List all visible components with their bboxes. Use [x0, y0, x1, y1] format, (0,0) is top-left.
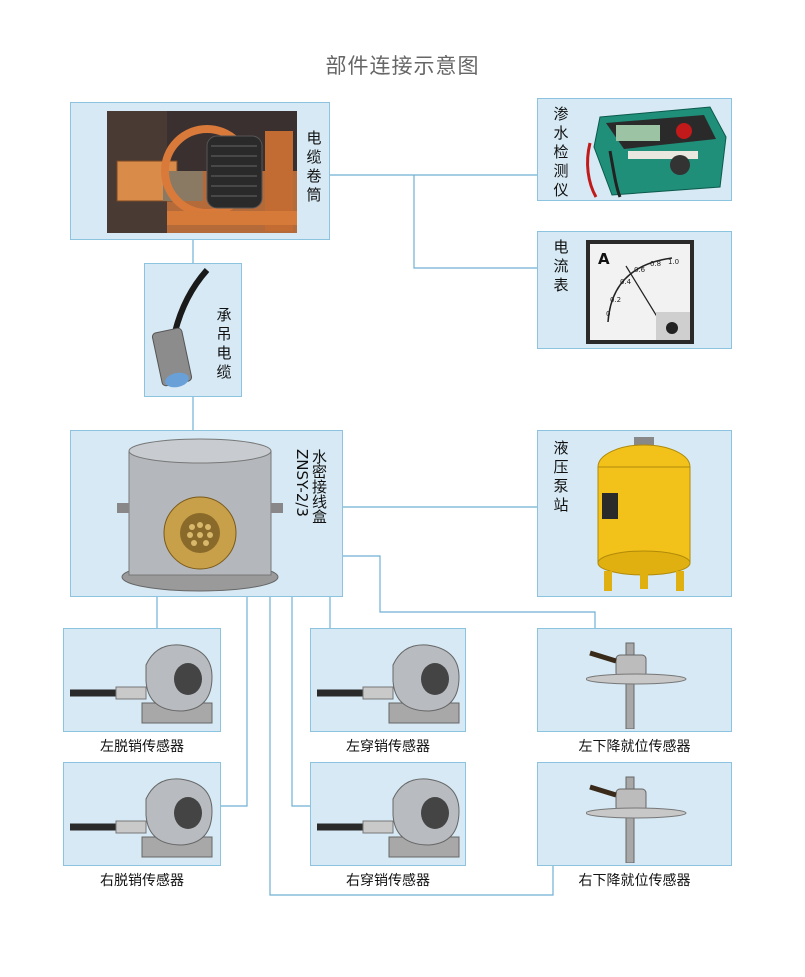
hydraulic-pump-image	[597, 437, 691, 591]
line-reel-ammeter	[413, 175, 537, 269]
junction-box-image	[117, 438, 283, 592]
right-unpin-sensor-label: 右脱销传感器	[100, 873, 184, 889]
right-lower-sensor-image	[586, 776, 687, 863]
junction-box-model: ZNSY-2/3	[293, 449, 311, 517]
suspension-cable-label: 承吊电缆	[216, 306, 232, 381]
cable-reel-image	[107, 111, 297, 233]
cable-reel-box: 电缆卷筒	[70, 102, 330, 240]
right-unpin-sensor-box	[63, 762, 221, 866]
right-pin-sensor-image	[317, 778, 460, 858]
cable-reel-label: 电缆卷筒	[306, 129, 322, 204]
right-pin-sensor-label: 右穿销传感器	[346, 873, 430, 889]
left-lower-sensor-box	[537, 628, 732, 732]
left-lower-sensor-image	[586, 642, 687, 729]
leak-detector-box: 渗水检测仪	[537, 98, 732, 201]
left-lower-sensor-label: 左下降就位传感器	[578, 739, 691, 755]
left-pin-sensor-label: 左穿销传感器	[346, 739, 430, 755]
right-pin-sensor-box	[310, 762, 466, 866]
right-unpin-sensor-image	[70, 778, 213, 858]
left-unpin-sensor-box	[63, 628, 221, 732]
diagram-title: 部件连接示意图	[325, 54, 480, 78]
ammeter-tick-0: 0	[606, 310, 611, 318]
ammeter-tick-10: 1.0	[668, 258, 680, 266]
leak-detector-label: 渗水检测仪	[553, 105, 569, 199]
ammeter-label: 电流表	[553, 238, 569, 294]
ammeter-tick-04: 0.4	[620, 278, 632, 286]
junction-box-label: 水密接线盒	[310, 449, 328, 524]
left-pin-sensor-image	[317, 644, 460, 724]
junction-box-box: 水密接线盒 ZNSY-2/3	[70, 430, 343, 597]
ammeter-box: 电流表 A 0 0.2 0.4 0.6 0.8 1.0	[537, 231, 732, 349]
hydraulic-pump-box: 液压泵站	[537, 430, 732, 597]
line-box-right-unpin	[221, 597, 248, 807]
right-lower-sensor-box	[537, 762, 732, 866]
ammeter-dial-letter: A	[598, 250, 610, 268]
line-box-right-lower	[269, 597, 554, 896]
ammeter-image	[586, 240, 694, 344]
suspension-cable-image	[151, 268, 210, 388]
left-unpin-sensor-image	[70, 644, 213, 724]
ammeter-tick-08: 0.8	[650, 260, 662, 268]
line-box-right-pin	[291, 597, 310, 807]
left-pin-sensor-box	[310, 628, 466, 732]
right-lower-sensor-label: 右下降就位传感器	[578, 873, 691, 889]
ammeter-tick-06: 0.6	[634, 266, 646, 274]
ammeter-tick-02: 0.2	[610, 296, 622, 304]
suspension-cable-box: 承吊电缆	[144, 263, 242, 397]
line-box-left-lower	[343, 555, 596, 628]
leak-detector-image	[586, 106, 727, 198]
left-unpin-sensor-label: 左脱销传感器	[100, 739, 184, 755]
hydraulic-pump-label: 液压泵站	[553, 439, 569, 514]
